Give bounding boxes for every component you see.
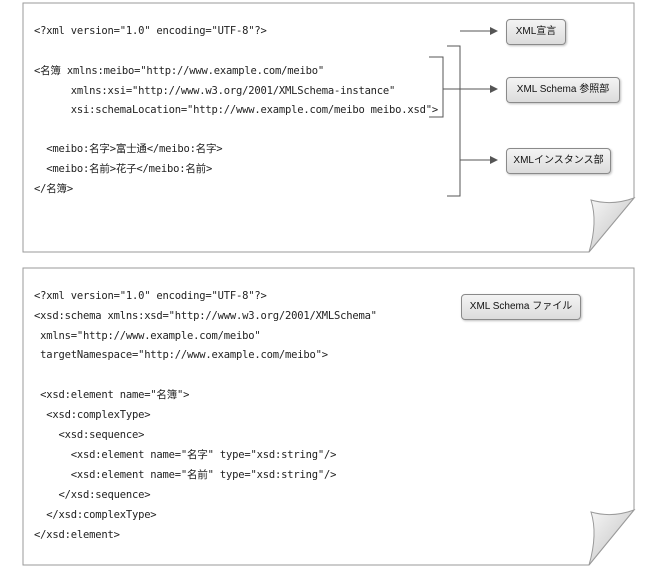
xml-code-line: <meibo:名字>富士通</meibo:名字> [34, 143, 223, 155]
schema-code-line: <xsd:element name="名字" type="xsd:string"… [34, 449, 337, 461]
xml-code-line: xmlns:xsi="http://www.w3.org/2001/XMLSch… [34, 85, 396, 97]
arrow-head-icon [490, 156, 498, 164]
instance-bracket [447, 45, 461, 197]
arrow-head-icon [490, 85, 498, 93]
schema-reference-label: XML Schema 参照部 [506, 77, 620, 103]
xml-code-line: <meibo:名前>花子</meibo:名前> [34, 163, 213, 175]
xml-code-line: <?xml version="1.0" encoding="UTF-8"?> [34, 25, 267, 37]
page-curl-icon [588, 196, 636, 253]
page-curl-icon [588, 508, 636, 566]
schema-code-line: </xsd:complexType> [34, 509, 157, 521]
xml-code-line: </名簿> [34, 183, 73, 195]
xml-instance-label: XMLインスタンス部 [506, 148, 611, 174]
schema-code-line: <xsd:sequence> [34, 429, 145, 441]
schema-code-line: </xsd:sequence> [34, 489, 151, 501]
schema-document-sheet [22, 267, 636, 566]
schema-code-line: <xsd:complexType> [34, 409, 151, 421]
xml-code-line: <名簿 xmlns:meibo="http://www.example.com/… [34, 65, 324, 77]
schema-code-line: xmlns="http://www.example.com/meibo" [34, 330, 261, 342]
arrow-head-icon [490, 27, 498, 35]
schema-code-line: <?xml version="1.0" encoding="UTF-8"?> [34, 290, 267, 302]
schema-code-line: </xsd:element> [34, 529, 120, 541]
schema-file-label: XML Schema ファイル [461, 294, 581, 320]
schema-code-line: <xsd:element name="名前" type="xsd:string"… [34, 469, 337, 481]
xml-code-line: xsi:schemaLocation="http://www.example.c… [34, 104, 439, 116]
xml-declaration-label: XML宣言 [506, 19, 566, 45]
schema-ref-bracket [429, 56, 444, 118]
connectors [429, 27, 498, 197]
xml-document-sheet [22, 2, 636, 253]
schema-code-line: targetNamespace="http://www.example.com/… [34, 349, 328, 361]
schema-code-line: <xsd:element name="名簿"> [34, 389, 190, 401]
schema-code-line: <xsd:schema xmlns:xsd="http://www.w3.org… [34, 310, 377, 322]
